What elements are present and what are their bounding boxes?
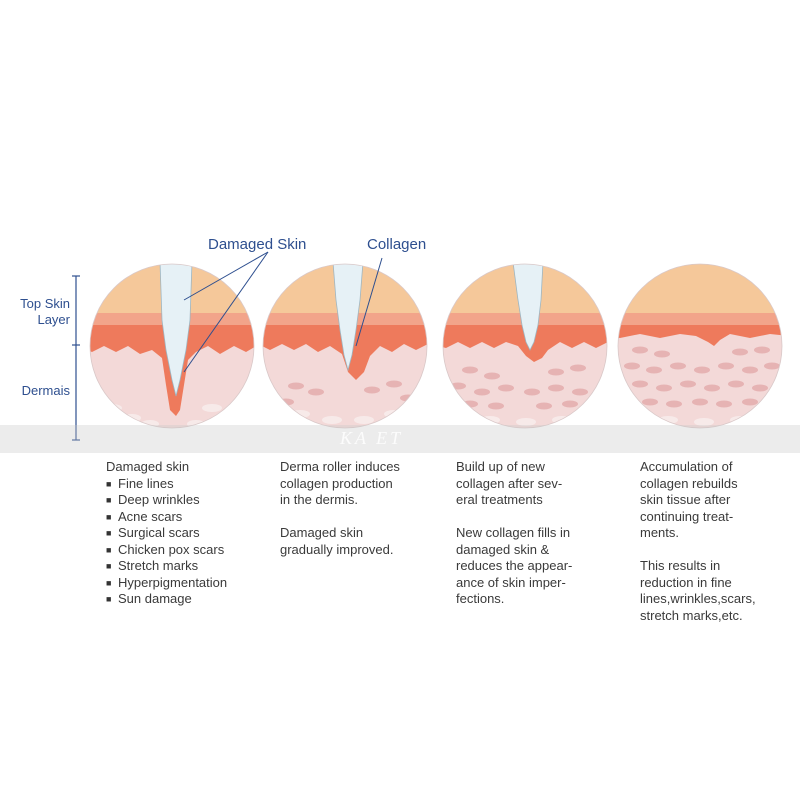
caption-line: fections. bbox=[456, 591, 505, 606]
caption-line: eral treatments bbox=[456, 492, 543, 507]
caption-line: Accumulation of bbox=[640, 459, 733, 474]
caption-column-3: Build up of new collagen after sev- eral… bbox=[456, 459, 616, 608]
caption-line: New collagen fills in bbox=[456, 525, 571, 540]
skin-circle-2 bbox=[263, 264, 427, 428]
skin-circle-1 bbox=[90, 264, 254, 428]
caption-line: continuing treat- bbox=[640, 508, 734, 524]
list-item: Sun damage bbox=[106, 591, 266, 608]
callout-lines bbox=[183, 251, 383, 373]
circle-outline bbox=[262, 263, 428, 429]
caption-line: reduces the appear- bbox=[456, 558, 573, 573]
skin-circle-3 bbox=[443, 264, 607, 428]
caption-column-1: Damaged skin Fine lines Deep wrinkles Ac… bbox=[106, 459, 266, 608]
list-item: Surgical scars bbox=[106, 525, 266, 542]
cell-pattern bbox=[624, 346, 780, 408]
caption-line: Derma roller induces bbox=[280, 459, 400, 474]
caption-line: stretch marks,etc. bbox=[640, 607, 743, 623]
list-item: Chicken pox scars bbox=[106, 542, 266, 559]
list-item: Fine lines bbox=[106, 476, 266, 493]
caption-line: damaged skin & bbox=[456, 541, 550, 557]
caption-line: Build up of new bbox=[456, 459, 545, 474]
caption-column-2: Derma roller induces collagen production… bbox=[280, 459, 440, 558]
caption-line: collagen production bbox=[280, 475, 393, 491]
caption-line: collagen after sev- bbox=[456, 475, 563, 491]
caption-column-4: Accumulation of collagen rebuilds skin t… bbox=[640, 459, 798, 624]
caption-line: ments. bbox=[640, 525, 680, 540]
watermark-text: KA ET bbox=[340, 428, 404, 448]
damaged-skin-callout: Damaged Skin bbox=[208, 236, 307, 253]
collagen-callout: Collagen bbox=[367, 236, 427, 253]
needle bbox=[512, 264, 544, 351]
list-item: Hyperpigmentation bbox=[106, 575, 266, 592]
red-layer bbox=[443, 325, 607, 362]
top-skin-layer-label: Top Skin Layer bbox=[20, 296, 70, 327]
caption-line: Damaged skin bbox=[280, 525, 364, 540]
epidermis-band bbox=[618, 313, 782, 325]
caption-line: reduction in fine bbox=[640, 574, 732, 590]
dermis-label: Dermais bbox=[21, 383, 70, 398]
caption-line: gradually improved. bbox=[280, 541, 394, 557]
layer-bracket bbox=[72, 275, 80, 441]
skin-circle-4 bbox=[618, 264, 782, 428]
caption-line: collagen rebuilds bbox=[640, 475, 738, 491]
watermark-band bbox=[0, 425, 800, 453]
list-item: Stretch marks bbox=[106, 558, 266, 575]
column-1-title: Damaged skin bbox=[106, 459, 190, 474]
list-item: Acne scars bbox=[106, 509, 266, 526]
circle-outline bbox=[442, 263, 608, 429]
needle bbox=[332, 264, 364, 372]
caption-line: in the dermis. bbox=[280, 492, 359, 507]
caption-line: lines,wrinkles,scars, bbox=[640, 591, 756, 606]
red-layer bbox=[618, 325, 782, 346]
caption-line: This results in bbox=[640, 558, 721, 573]
caption-line: ance of skin imper- bbox=[456, 574, 566, 590]
caption-line: skin tissue after bbox=[640, 492, 731, 507]
list-item: Deep wrinkles bbox=[106, 492, 266, 509]
circle-outline bbox=[89, 263, 255, 429]
circle-outline bbox=[617, 263, 783, 429]
cell-pattern bbox=[450, 364, 588, 410]
needle bbox=[159, 264, 193, 397]
damage-list: Fine lines Deep wrinkles Acne scars Surg… bbox=[106, 476, 266, 608]
